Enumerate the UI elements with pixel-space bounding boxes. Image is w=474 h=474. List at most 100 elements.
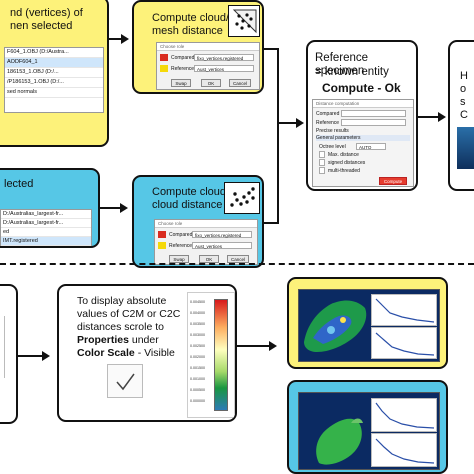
connector-c2c [264, 222, 278, 224]
compared-row: Compared fixo_vertices.registered [158, 231, 252, 238]
list-item[interactable]: F604_1.OBJ (D:/Austra... [5, 48, 103, 58]
result-line-1: H [460, 70, 468, 82]
partial-left-line [4, 316, 5, 378]
connector-c2m [264, 48, 278, 50]
result-line-4: C [460, 109, 468, 121]
panel-row-label: Precise results [316, 128, 349, 134]
compared-color-swatch [160, 54, 168, 61]
reference-specimen-box: Reference specimen = known entity Comput… [306, 40, 418, 191]
blue-select-title: lected [4, 178, 34, 190]
dialog-title: Choose role [157, 43, 259, 51]
arrow-select-to-c2c [100, 207, 120, 209]
c2m-box: Compute cloud/ mesh distance Choose role… [132, 0, 264, 94]
list-item[interactable]: sed normals [5, 88, 103, 98]
compute-button[interactable]: Compute [379, 177, 407, 185]
c2m-histogram-1 [371, 294, 437, 326]
swap-button[interactable]: Swap [169, 255, 189, 263]
list-item[interactable]: 186153_1.OBJ (D:/... [5, 68, 103, 78]
scale-label: 0.001000 [190, 377, 205, 381]
c2c-title-1: Compute cloud/ [152, 186, 230, 198]
panel-tab[interactable]: General parameters [316, 135, 410, 141]
ok-button[interactable]: OK [199, 255, 219, 263]
list-item[interactable]: D:/Australias_largest-fr... [1, 210, 91, 219]
checkbox-check-icon[interactable] [107, 364, 143, 398]
arrow-ref-to-next [418, 116, 438, 118]
c2c-result-screen [298, 392, 440, 470]
reference-color-swatch [160, 65, 168, 72]
panel-row: Octree level AUTO [319, 143, 386, 150]
reference-color-swatch [158, 242, 166, 249]
c2c-title-2: cloud distance [152, 199, 223, 211]
compared-field[interactable]: fixo_vertices.registered [192, 231, 252, 238]
scale-label: 0.004000 [190, 311, 205, 315]
octree-label: Octree level [319, 143, 346, 150]
max-distance-label: Max. distance [328, 151, 359, 158]
reference-row: Reference Aust_vertices [160, 65, 254, 72]
compared-field[interactable]: fixo_vertices.registered [194, 54, 254, 61]
c2c-specimen-heatmap [316, 418, 363, 465]
partial-left-box [0, 284, 18, 424]
scale-label: 0.002500 [190, 344, 205, 348]
dialog-title: Choose role [155, 220, 257, 228]
result-line-3: s [460, 96, 466, 108]
checkbox[interactable] [319, 151, 325, 158]
select-box-title-2: nen selected [10, 20, 73, 32]
result-box: H o s C [448, 40, 474, 191]
panel-row: multi-threaded [319, 167, 360, 174]
cancel-button[interactable]: Cancel [227, 255, 249, 263]
c2c-tool-icon[interactable] [224, 182, 260, 214]
swap-button[interactable]: Swap [171, 79, 191, 87]
reference-field[interactable]: Aust_vertices [192, 242, 252, 249]
blue-entity-list: D:/Australias_largest-fr... D:/Australia… [0, 209, 92, 246]
reference-field[interactable]: Aust_vertices [194, 65, 254, 72]
display-line-2: values of C2M or C2C [77, 308, 181, 320]
checkbox[interactable] [319, 167, 325, 174]
checkbox[interactable] [319, 159, 325, 166]
select-entities-blue-box: lected D:/Australias_largest-fr... D:/Au… [0, 168, 100, 248]
c2c-histogram-1 [371, 398, 437, 432]
display-text: To display absolute values of C2M or C2C… [77, 295, 187, 360]
arrow-head-icon [120, 203, 128, 213]
result-thumbnail [457, 127, 474, 169]
compared-label: Compared [171, 54, 195, 61]
arrow-select-to-c2m [109, 38, 121, 40]
list-item[interactable]: /P186153_1.OBJ (D:/... [5, 78, 103, 88]
color-scale-panel: 0.004500 0.004000 0.003500 0.003000 0.00… [187, 292, 235, 418]
signed-label: signed distances [328, 159, 366, 166]
panel-compared-row: Compared [316, 110, 406, 117]
cancel-button[interactable]: Cancel [229, 79, 251, 87]
color-scale-labels: 0.004500 0.004000 0.003500 0.003000 0.00… [190, 297, 214, 407]
panel-reference-field[interactable] [341, 119, 406, 126]
reference-label: Reference [169, 242, 193, 249]
scale-label: 0.000000 [190, 399, 205, 403]
list-item[interactable]: D:/Australias_largest-fr... [1, 219, 91, 228]
list-item-selected[interactable]: IMT.registered [1, 237, 91, 246]
c2c-histogram-2 [371, 433, 437, 467]
panel-tab-label: General parameters [316, 135, 361, 141]
section-divider [0, 263, 474, 265]
c2c-box: Compute cloud/ cloud distance Choose rol… [132, 175, 264, 268]
ok-button[interactable]: OK [201, 79, 221, 87]
c2m-histogram-2 [371, 327, 437, 359]
octree-select[interactable]: AUTO [356, 143, 386, 150]
scale-label: 0.002000 [190, 355, 205, 359]
scale-label: 0.003500 [190, 322, 205, 326]
arrow-to-results [237, 345, 269, 347]
ref-line-1: Reference specimen [315, 52, 369, 77]
list-item[interactable]: ed [1, 228, 91, 237]
panel-compared-field[interactable] [341, 110, 406, 117]
arrow-head-icon [42, 351, 50, 361]
c2m-tool-icon[interactable] [228, 5, 260, 37]
panel-reference-label: Reference [316, 119, 340, 126]
c2m-specimen-heatmap [304, 300, 367, 352]
display-line-3: distances scrole to [77, 321, 164, 333]
display-line-1: To display absolute [77, 295, 167, 307]
c2c-result-box [287, 380, 448, 474]
arrow-head-icon [296, 118, 304, 128]
compared-row: Compared fixo_vertices.registered [160, 54, 254, 61]
panel-title: Distance computation [313, 100, 413, 108]
c2m-title-2: mesh distance [152, 25, 223, 37]
c2c-choose-role-dialog: Choose role Compared fixo_vertices.regis… [154, 219, 258, 265]
compared-label: Compared [169, 231, 193, 238]
list-item-selected[interactable]: AODF604_1 [5, 58, 103, 68]
